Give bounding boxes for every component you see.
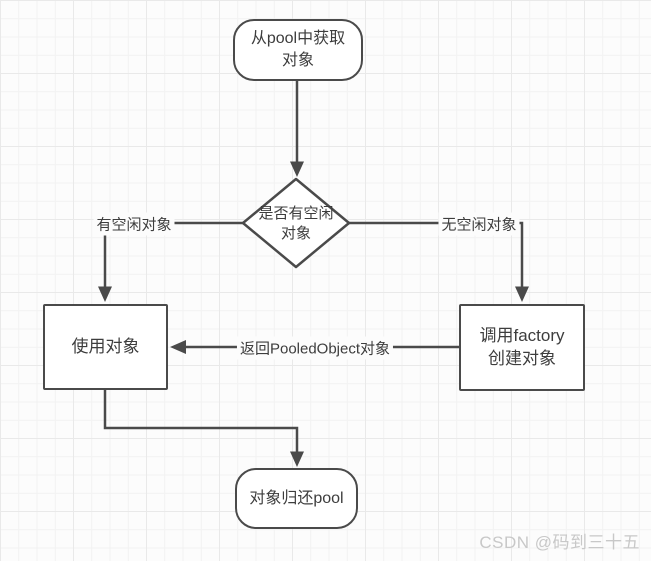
node-factory-create: 调用factory 创建对象 [459, 304, 585, 391]
arrow-left-icon [170, 340, 186, 354]
edge-label-has-idle: 有空闲对象 [93, 212, 175, 236]
edge-label-return-pooled-object: 返回PooledObject对象 [236, 336, 394, 360]
node-factory-create-text: 调用factory [479, 325, 565, 345]
node-decision-text: 是否有空闲 [258, 205, 334, 222]
node-get-from-pool-text: 对象 [281, 52, 314, 69]
node-get-from-pool: 从pool中获取 对象 [233, 19, 363, 81]
arrow-down-icon [290, 161, 304, 177]
node-return-to-pool: 对象归还pool [235, 468, 358, 529]
node-factory-create-text: 创建对象 [488, 348, 556, 368]
edge-decision-to-create [349, 221, 524, 287]
arrow-down-icon [98, 286, 112, 302]
decision-diamond-shape [241, 177, 351, 269]
csdn-watermark: CSDN @码到三十五 [479, 533, 640, 552]
node-get-from-pool-text: 从pool中获取 [250, 30, 346, 48]
node-decision-has-idle: 是否有空闲 对象 [243, 179, 349, 268]
node-return-to-pool-text: 对象归还pool [249, 489, 344, 507]
node-use-object: 使用对象 [43, 304, 168, 390]
edge-label-no-idle: 无空闲对象 [438, 212, 520, 236]
arrow-down-icon [515, 286, 529, 302]
node-use-object-text: 使用对象 [71, 336, 140, 356]
arrow-down-icon [290, 451, 304, 467]
node-decision-text: 对象 [280, 224, 311, 242]
edge-use-to-return [103, 390, 299, 452]
